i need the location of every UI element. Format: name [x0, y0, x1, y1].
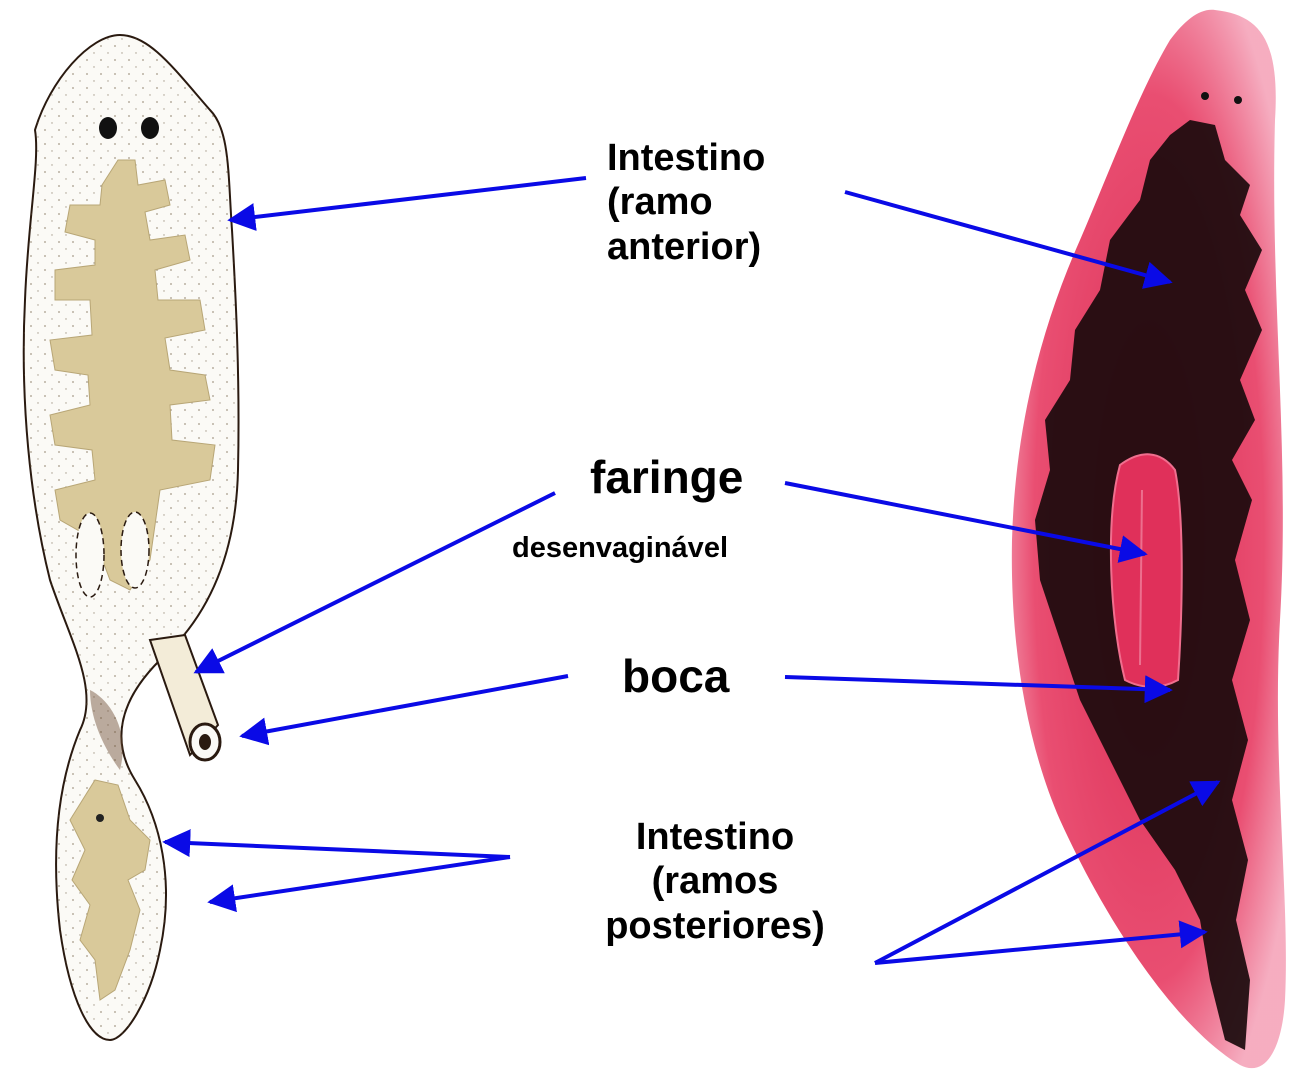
label-intestine-anterior-line-3: anterior)	[607, 225, 765, 269]
label-intestine-posterior-line-3: posteriores)	[575, 904, 855, 948]
arrow-mouth-left	[242, 676, 568, 736]
arrow-posterior-left-1	[165, 842, 510, 857]
label-pharynx-sub: desenvaginável	[512, 532, 728, 566]
label-intestine-anterior: Intestino (ramo anterior)	[607, 136, 765, 269]
arrow-posterior-left-2	[210, 857, 510, 902]
label-intestine-anterior-line-2: (ramo	[607, 180, 765, 224]
arrow-pharynx-left	[196, 493, 555, 672]
eye-spot-right	[141, 117, 159, 139]
label-intestine-anterior-line-1: Intestino	[607, 136, 765, 180]
label-pharynx: faringe	[590, 451, 743, 505]
specimen-eye-left	[1201, 92, 1209, 100]
label-mouth: boca	[622, 650, 729, 704]
label-intestine-posterior: Intestino (ramos posteriores)	[575, 815, 855, 948]
eye-spot-left	[99, 117, 117, 139]
arrow-intestine-anterior-left	[230, 178, 586, 220]
label-intestine-posterior-line-2: (ramos	[575, 859, 855, 903]
planarian-drawing	[24, 35, 239, 1040]
label-intestine-posterior-line-1: Intestino	[575, 815, 855, 859]
planarian-photo	[1012, 10, 1286, 1068]
specimen-eye-right	[1234, 96, 1242, 104]
specimen-pharynx	[1111, 454, 1182, 686]
